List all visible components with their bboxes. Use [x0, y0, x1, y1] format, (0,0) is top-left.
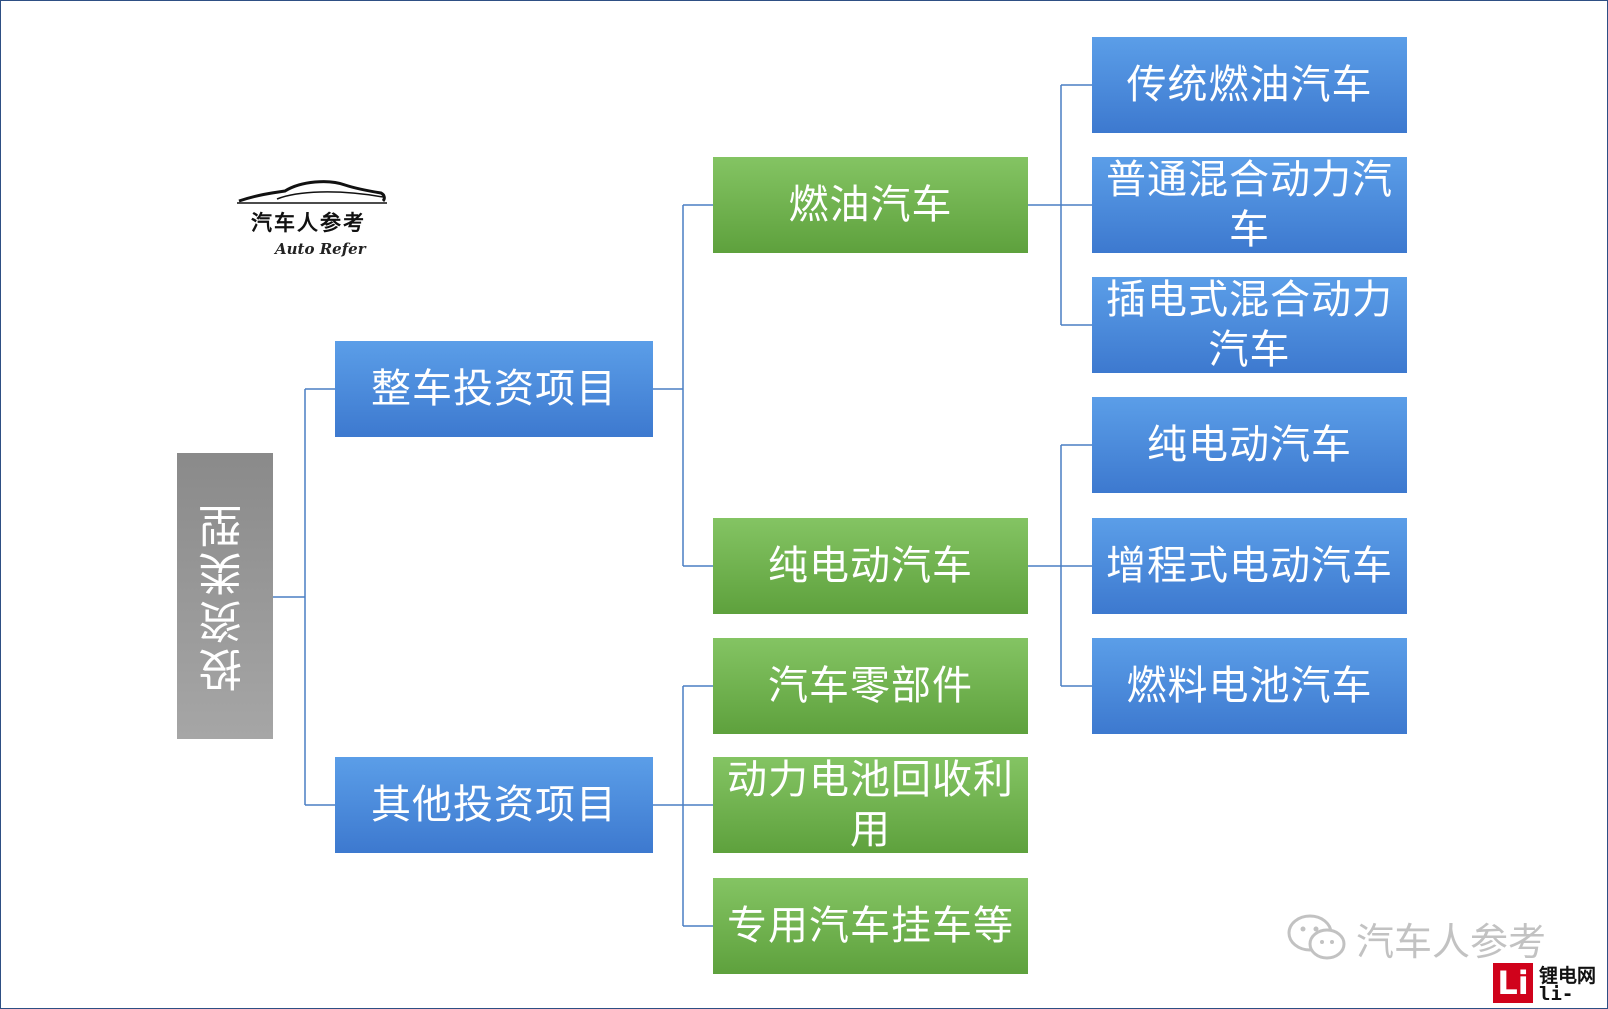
- logo-chinese-text: 汽车人参考: [251, 210, 366, 235]
- node-label: 普通混合动力汽车: [1106, 157, 1393, 253]
- connector-other-projects: [653, 685, 713, 927]
- node-plugin-hybrid: 插电式混合动力汽车: [1092, 277, 1407, 373]
- node-hybrid: 普通混合动力汽车: [1092, 157, 1407, 253]
- node-conventional-fuel: 传统燃油汽车: [1092, 37, 1407, 133]
- node-label: 纯电动汽车: [768, 543, 973, 589]
- node-label: 专用汽车挂车等: [727, 903, 1014, 949]
- connector-fuel-vehicles: [1028, 84, 1092, 326]
- node-label: 传统燃油汽车: [1126, 62, 1373, 108]
- wechat-watermark: 汽车人参考: [1286, 913, 1547, 964]
- node-battery-recycling: 动力电池回收利用: [713, 757, 1028, 853]
- logo-english-text: Auto Refer: [275, 240, 366, 258]
- watermark-text: 汽车人参考: [1356, 919, 1547, 964]
- node-label: 其他投资项目: [371, 782, 617, 828]
- connector-vehicle-projects: [653, 204, 713, 567]
- node-label: 燃油汽车: [788, 182, 953, 228]
- node-label: 动力电池回收利用: [727, 757, 1014, 853]
- car-silhouette-icon: [237, 180, 387, 204]
- node-label: 整车投资项目: [371, 366, 617, 412]
- wechat-icon: [1287, 914, 1346, 960]
- auto-refer-logo: 汽车人参考 Auto Refer: [237, 177, 387, 267]
- brand-domain: li-b.cn: [1539, 983, 1585, 1008]
- node-label: 纯电动汽车: [1147, 422, 1352, 468]
- node-battery-electric: 纯电动汽车: [1092, 397, 1407, 493]
- root-node: 投资类型: [177, 453, 273, 739]
- connector-root-level1: [269, 388, 335, 806]
- brand-mark: Li: [1493, 963, 1533, 1003]
- node-range-extended: 增程式电动汽车: [1092, 518, 1407, 614]
- node-special-vehicles: 专用汽车挂车等: [713, 878, 1028, 974]
- brand-name: 锂电网: [1539, 965, 1597, 987]
- node-other-projects: 其他投资项目: [335, 757, 653, 853]
- node-label: 插电式混合动力汽车: [1106, 277, 1393, 373]
- node-auto-parts: 汽车零部件: [713, 638, 1028, 734]
- node-fuel-vehicles: 燃油汽车: [713, 157, 1028, 253]
- li-b-brand: Li 锂电网 li-b.cn: [1493, 961, 1607, 1008]
- root-label: 投资类型: [199, 500, 250, 692]
- node-label: 汽车零部件: [768, 663, 973, 709]
- connector-electric-vehicles: [1028, 444, 1092, 687]
- node-label: 燃料电池汽车: [1126, 663, 1373, 709]
- node-fuel-cell: 燃料电池汽车: [1092, 638, 1407, 734]
- node-vehicle-projects: 整车投资项目: [335, 341, 653, 437]
- node-label: 增程式电动汽车: [1106, 543, 1393, 589]
- node-electric-vehicles: 纯电动汽车: [713, 518, 1028, 614]
